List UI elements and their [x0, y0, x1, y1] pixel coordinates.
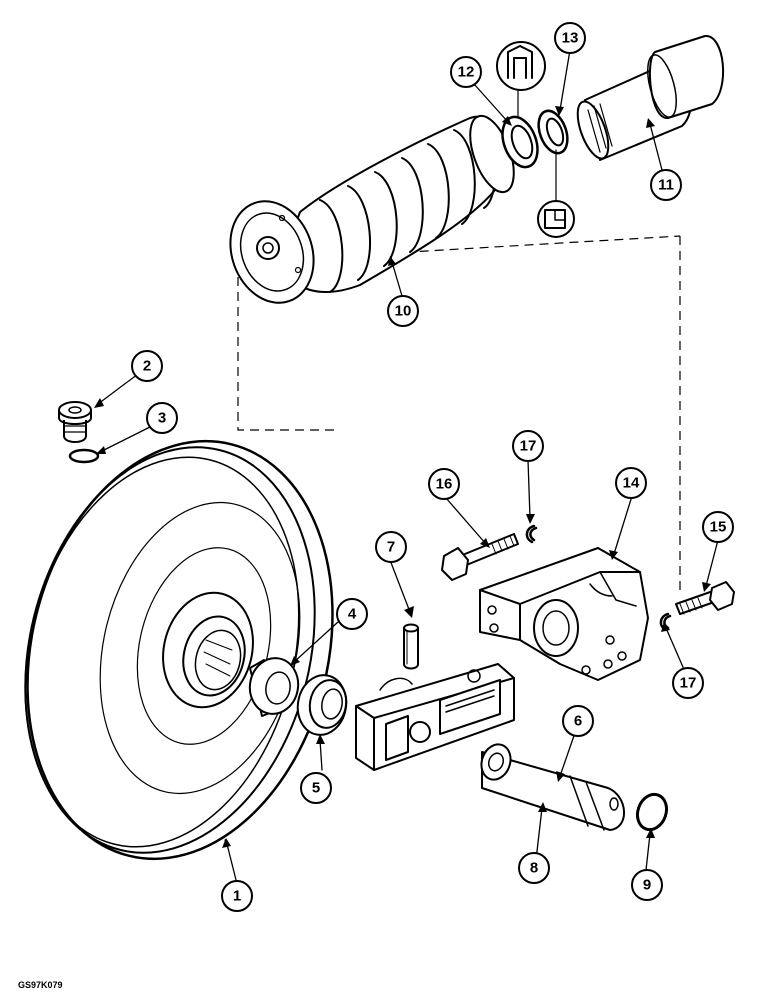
callout-13: 13: [554, 22, 586, 54]
svg-text:14: 14: [623, 475, 640, 492]
svg-text:2: 2: [143, 358, 151, 375]
svg-text:6: 6: [574, 713, 582, 730]
part-roll-pin: [403, 623, 419, 670]
assembly-dashed-line: [237, 235, 681, 590]
part-ring-13: [537, 109, 569, 155]
callout-17-upper: 17: [512, 430, 544, 462]
part-snap-ring-9: [635, 792, 669, 832]
leader-lines: [97, 49, 719, 881]
part-bushing: [248, 657, 300, 717]
part-snap-ring-17-upper: [525, 524, 538, 544]
svg-text:17: 17: [520, 438, 537, 455]
callout-6: 6: [562, 705, 594, 737]
part-ring-12: [501, 115, 539, 169]
callout-3: 3: [146, 402, 178, 434]
svg-text:9: 9: [643, 877, 651, 894]
callout-7: 7: [375, 531, 407, 563]
callout-1: 1: [221, 880, 253, 912]
part-idler-wheel: [24, 439, 334, 861]
figure-code: GS97K079: [18, 980, 63, 990]
part-recoil-spring: [229, 114, 515, 304]
part-piston-rod: [576, 34, 725, 161]
leader-arrowheads: [94, 106, 711, 848]
svg-text:13: 13: [562, 30, 579, 47]
callout-2: 2: [131, 350, 163, 382]
callout-17-lower: 17: [672, 667, 704, 699]
svg-text:10: 10: [395, 303, 412, 320]
svg-text:4: 4: [348, 606, 357, 623]
part-pivot-shaft: [480, 743, 625, 831]
svg-text:15: 15: [710, 519, 727, 536]
svg-text:1: 1: [233, 888, 241, 905]
callout-8: 8: [518, 852, 550, 884]
svg-text:8: 8: [530, 860, 538, 877]
callout-14: 14: [615, 467, 647, 499]
callout-16: 16: [428, 468, 460, 500]
svg-text:5: 5: [312, 780, 320, 797]
ring-12-section-symbol: [496, 41, 546, 91]
ring-13-section-symbol: [537, 200, 575, 238]
part-hex-bolt-16: [441, 533, 519, 581]
svg-text:3: 3: [158, 410, 166, 427]
part-yoke-block: [355, 663, 515, 771]
part-socket-bolt: [58, 401, 92, 443]
part-bracket: [479, 547, 649, 681]
callout-15: 15: [702, 511, 734, 543]
callout-9: 9: [631, 869, 663, 901]
svg-text:7: 7: [387, 539, 395, 556]
part-hex-bolt-15: [675, 581, 735, 615]
callout-11: 11: [650, 169, 682, 201]
part-seal: [296, 674, 348, 736]
svg-text:12: 12: [458, 64, 475, 81]
part-o-ring-3: [68, 448, 100, 464]
callout-10: 10: [387, 295, 419, 327]
svg-text:17: 17: [680, 675, 697, 692]
callout-4: 4: [336, 598, 368, 630]
svg-text:11: 11: [658, 177, 674, 194]
svg-text:16: 16: [436, 476, 453, 493]
callout-5: 5: [300, 772, 332, 804]
callout-12: 12: [450, 56, 482, 88]
